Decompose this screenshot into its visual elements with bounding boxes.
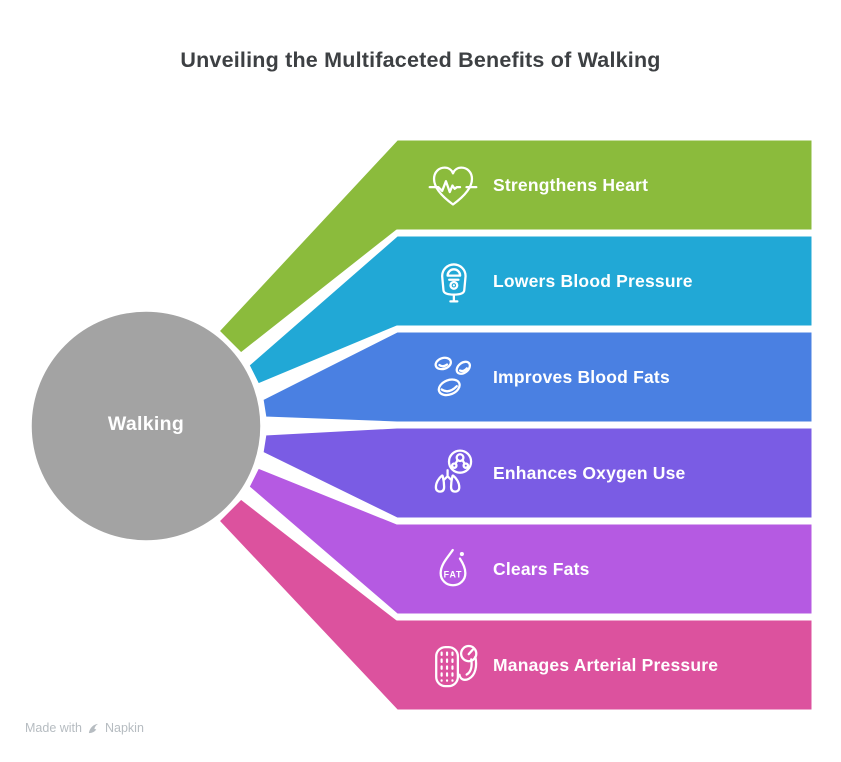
benefit-band-improves-blood-fats: Improves Blood Fats xyxy=(397,331,813,423)
benefit-band-clears-fats: FAT Clears Fats xyxy=(397,523,813,615)
benefit-label: Manages Arterial Pressure xyxy=(493,654,719,675)
benefit-label: Enhances Oxygen Use xyxy=(493,462,686,483)
benefit-label: Strengthens Heart xyxy=(493,174,649,195)
fat-droplet-icon-text: FAT xyxy=(444,569,463,579)
heart-ekg-icon xyxy=(428,166,478,206)
blood-pressure-monitor-icon xyxy=(441,263,467,303)
page-title: Unveiling the Multifaceted Benefits of W… xyxy=(180,48,661,72)
walking-center-circle xyxy=(28,308,264,544)
made-with-text: Made with xyxy=(25,721,82,735)
benefit-label: Lowers Blood Pressure xyxy=(493,270,693,291)
blood-cells-icon xyxy=(434,356,471,397)
benefit-band-manages-arterial-pressure: Manages Arterial Pressure xyxy=(397,619,813,711)
center-circle-label: Walking xyxy=(107,413,185,435)
band-shape-clears-fats xyxy=(246,465,815,617)
band-shape-enhances-oxygen-use xyxy=(260,425,815,521)
artery-gauge-icon xyxy=(435,644,478,688)
band-shape-strengthens-heart xyxy=(216,137,815,356)
benefit-label: Improves Blood Fats xyxy=(493,366,670,387)
benefit-band-enhances-oxygen-use: Enhances Oxygen Use xyxy=(397,427,813,519)
benefit-band-strengthens-heart: Strengthens Heart xyxy=(397,139,813,231)
band-shape-manages-arterial-pressure xyxy=(216,496,815,713)
lungs-oxygen-icon xyxy=(434,449,473,493)
band-shape-improves-blood-fats xyxy=(260,329,815,425)
band-shape-lowers-blood-pressure xyxy=(246,233,815,387)
napkin-brand-text: Napkin xyxy=(104,721,144,735)
benefit-label: Clears Fats xyxy=(493,558,590,579)
made-with-napkin-credit: Made with Napkin xyxy=(25,721,144,735)
fat-droplet-icon: FAT xyxy=(439,548,467,587)
napkin-quill-icon xyxy=(88,723,99,733)
benefit-band-lowers-blood-pressure: Lowers Blood Pressure xyxy=(397,235,813,327)
